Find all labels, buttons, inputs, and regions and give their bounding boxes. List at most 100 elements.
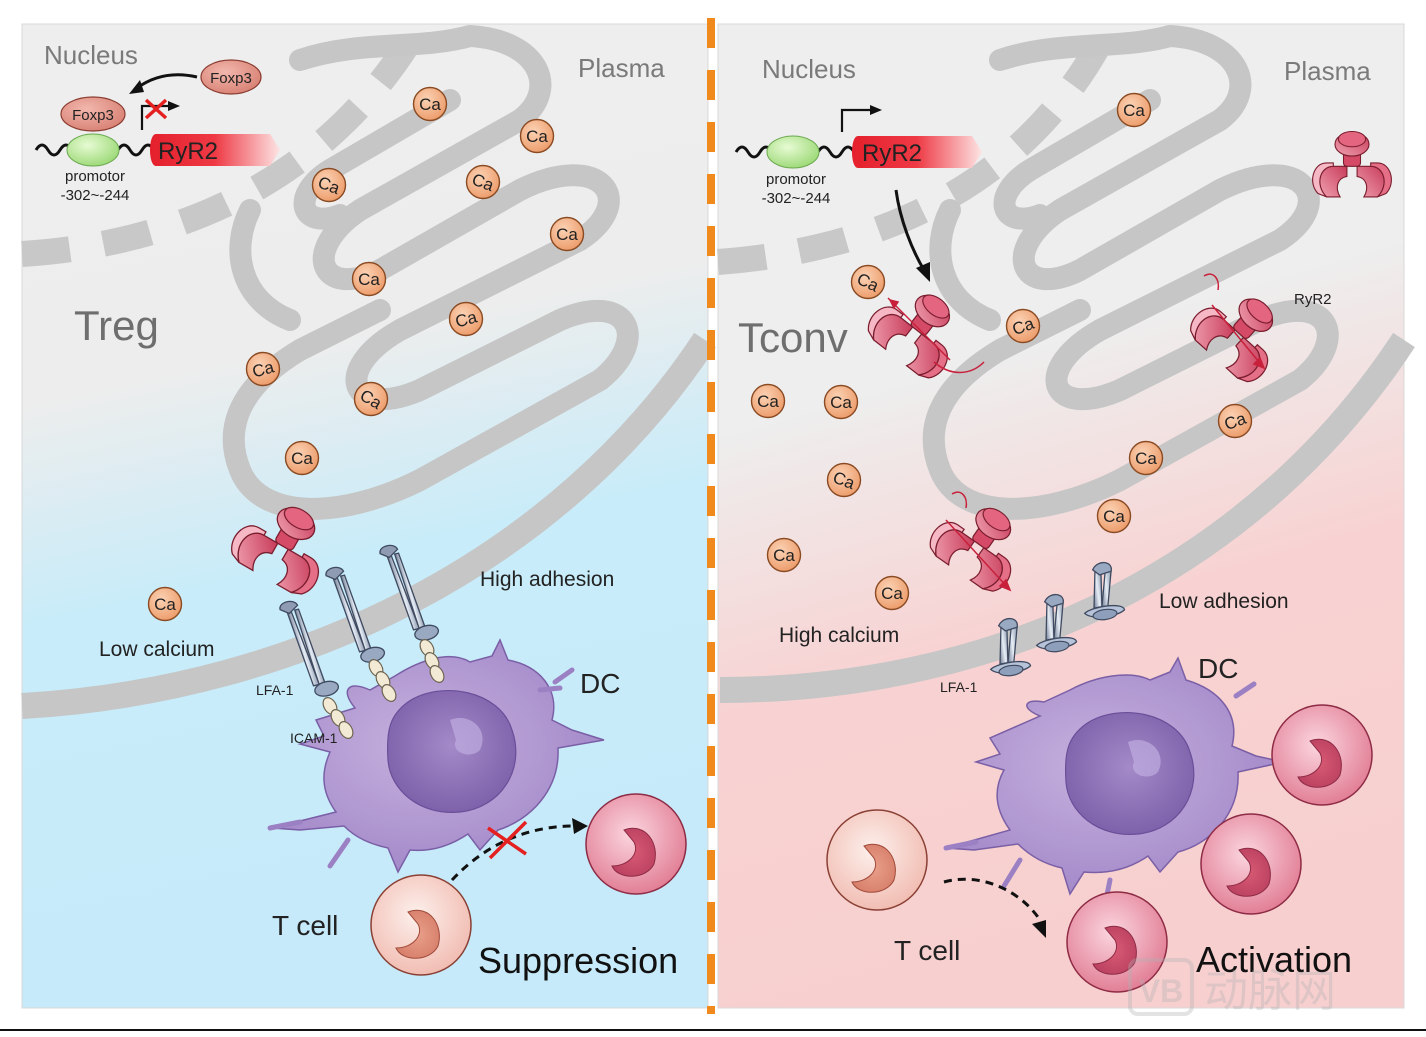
nucleus-label: Nucleus	[762, 54, 856, 84]
t-cell-label: T cell	[894, 935, 960, 966]
svg-text:Ca: Ca	[881, 584, 903, 603]
calcium-ion: Ca	[412, 86, 448, 122]
svg-text:VB: VB	[1139, 973, 1183, 1009]
calcium-ion: Ca	[147, 586, 183, 622]
calcium-ion: Ca	[245, 351, 281, 387]
adhesion-level-label: Low adhesion	[1159, 590, 1289, 613]
svg-text:Ca: Ca	[526, 127, 548, 146]
t-cell-activated	[1200, 813, 1302, 915]
calcium-ions: Ca Ca Ca Ca Ca Ca Ca Ca Ca Ca Ca	[147, 86, 585, 622]
dna-strand	[34, 143, 74, 157]
watermark-logo: VB 动脉网	[1128, 958, 1336, 1016]
cell-type-label: Treg	[74, 302, 159, 349]
calcium-ion: Ca	[850, 264, 886, 300]
svg-text:Ca: Ca	[757, 392, 779, 411]
calcium-ion: Ca	[353, 381, 389, 417]
calcium-level-label: High calcium	[779, 624, 899, 647]
ryr2-gene	[852, 136, 982, 168]
dna-strand	[734, 145, 774, 159]
promoter-range: -302~-244	[61, 187, 130, 204]
ryr2-gene-label: RyR2	[158, 138, 218, 165]
svg-text:Ca: Ca	[1103, 507, 1125, 526]
svg-text:Ca: Ca	[358, 270, 380, 289]
lfa1-label: LFA-1	[256, 682, 294, 698]
outcome-label: Activation	[1196, 939, 1352, 980]
calcium-ion: Ca	[1116, 92, 1152, 128]
svg-text:Ca: Ca	[773, 546, 795, 565]
calcium-ion: Ca	[766, 537, 802, 573]
calcium-ion: Ca	[874, 575, 910, 611]
calcium-ion: Ca	[823, 384, 859, 420]
cell-type-label: Tconv	[738, 314, 848, 361]
plasma-membrane	[719, 332, 1415, 703]
plasma-label: Plasma	[1284, 56, 1371, 86]
calcium-ion: Ca	[1096, 498, 1132, 534]
transcription-start-arrow	[840, 108, 872, 132]
arrowhead	[572, 818, 588, 834]
calcium-ion: Ca	[519, 118, 555, 154]
promoter-label: promotor	[65, 168, 125, 185]
svg-text:Ca: Ca	[1123, 101, 1145, 120]
outcome-label: Suppression	[478, 940, 678, 981]
calcium-ion: Ca	[351, 261, 387, 297]
dendritic-cell	[267, 638, 605, 874]
dc-nucleus	[386, 689, 517, 813]
transcription-arrowhead	[870, 105, 882, 115]
transcription-arrowhead	[168, 101, 180, 111]
ryr2-gene-label: RyR2	[862, 140, 922, 167]
nucleus-label: Nucleus	[44, 40, 138, 70]
calcium-ion: Ca	[284, 440, 320, 476]
promoter-range: -302~-244	[762, 190, 831, 207]
calcium-ion: Ca	[448, 301, 484, 337]
activation-arrow	[943, 877, 1042, 921]
expression-arrowhead	[916, 262, 930, 282]
left-panel: Nucleus Plasma Foxp3 Foxp3 RyR2 promotor…	[21, 17, 716, 1009]
foxp3-bound-label: Foxp3	[72, 107, 114, 124]
t-cell-tconv	[826, 809, 928, 911]
t-cell-label: T cell	[272, 910, 338, 941]
svg-text:Ca: Ca	[1135, 449, 1157, 468]
watermark-text: 动脉网	[1204, 967, 1336, 1016]
dna-strand	[116, 143, 156, 157]
calcium-ion: Ca	[1005, 308, 1041, 344]
calcium-ion: Ca	[1217, 403, 1253, 439]
dc-label: DC	[580, 668, 620, 699]
expression-arrow	[894, 189, 926, 271]
ryr2-gene	[150, 134, 280, 166]
calcium-ion: Ca	[826, 462, 862, 498]
plasma-label: Plasma	[578, 53, 665, 83]
svg-text:Ca: Ca	[830, 393, 852, 412]
blocked-cross-icon	[487, 820, 528, 860]
calcium-ion: Ca	[750, 383, 786, 419]
right-panel: Nucleus Plasma RyR2 promotor -302~-244 T…	[717, 18, 1415, 1009]
calcium-ion: Ca	[465, 164, 501, 200]
foxp3-label: Foxp3	[210, 70, 252, 87]
calcium-ion: Ca	[311, 167, 347, 203]
svg-text:Ca: Ca	[154, 595, 176, 614]
arrowhead	[1032, 920, 1046, 938]
ryr2-channel-label: RyR2	[1294, 291, 1332, 308]
nuclear-envelope	[717, 18, 1122, 275]
binding-arrow	[136, 73, 198, 90]
t-cell-treg	[370, 874, 472, 976]
calcium-level-label: Low calcium	[99, 638, 215, 661]
svg-text:Ca: Ca	[556, 225, 578, 244]
t-cell-target	[585, 793, 687, 895]
blocked-cross-icon	[144, 98, 168, 120]
promoter-region	[66, 133, 120, 167]
calcium-ions: Ca Ca Ca Ca Ca Ca Ca Ca Ca Ca Ca	[750, 92, 1253, 611]
promoter-label: promotor	[766, 171, 826, 188]
lfa1-label: LFA-1	[940, 679, 978, 695]
svg-text:Ca: Ca	[419, 95, 441, 114]
calcium-ion: Ca	[1128, 440, 1164, 476]
dc-nucleus	[1064, 711, 1195, 835]
t-cell-activated	[1066, 891, 1168, 993]
adhesion-level-label: High adhesion	[480, 568, 614, 591]
calcium-ion: Ca	[549, 216, 585, 252]
svg-text:Ca: Ca	[291, 449, 313, 468]
foxp3-bound-protein	[60, 96, 126, 132]
foxp3-protein	[200, 59, 262, 95]
endoplasmic-reticulum	[922, 25, 1339, 520]
